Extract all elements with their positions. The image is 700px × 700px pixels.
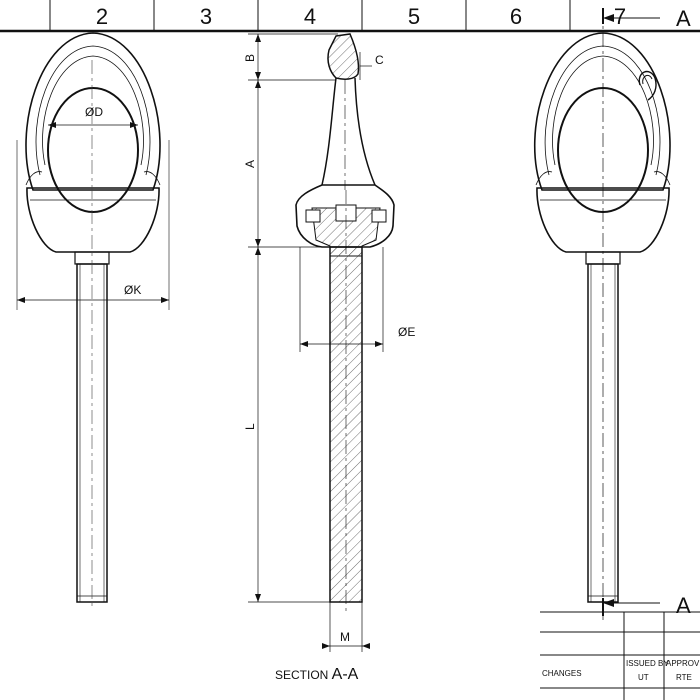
dim-label-a: A [243,160,257,168]
ring-outline-right [534,32,671,191]
shank-right [587,263,619,603]
section-arrow-label-top: A [676,6,691,31]
drawing-frame: 2 3 4 5 6 7 [0,0,700,33]
section-base [295,184,395,248]
title-block-issued-by: ISSUED BY [626,659,669,668]
zone-label: 4 [304,4,316,29]
section-cut-line: A A [602,6,691,620]
base-body [26,187,160,253]
ring-section-tip [327,33,360,80]
title-block-approved-value: RTE [676,673,692,682]
title-block-issued-by-value: UT [638,673,649,682]
base-body-right [536,187,670,253]
dim-label-d: ØD [85,105,103,119]
dim-label-b: B [243,54,257,62]
snap-clip [638,70,657,101]
title-block-approved: APPROVED [666,659,700,668]
section-arrow-label-bottom: A [676,593,691,618]
front-view [16,32,170,610]
title-block-changes: CHANGES [542,669,582,678]
section-view [248,33,395,652]
zone-label: 5 [408,4,420,29]
section-title-name: A-A [332,666,359,683]
dim-label-c: C [375,53,384,67]
zone-label: 6 [510,4,522,29]
zone-label: 3 [200,4,212,29]
dim-label-l: L [243,423,257,430]
section-title-prefix: SECTION [275,668,332,682]
side-view [534,32,671,603]
eye-opening-right [557,87,649,213]
dim-label-k: ØK [124,283,141,297]
section-title: SECTION A-A [275,666,359,683]
zone-label: 2 [96,4,108,29]
dim-label-m: M [340,630,350,644]
ring-outline [25,32,161,191]
dim-label-e: ØE [398,325,415,339]
eye-opening [47,87,139,213]
title-block [540,611,700,700]
zone-label: 7 [614,4,626,29]
